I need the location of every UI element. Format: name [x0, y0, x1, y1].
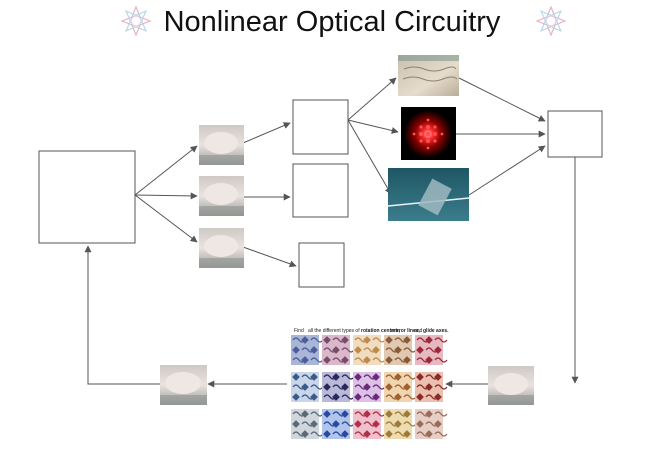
source-box: [38, 150, 136, 244]
symmetry-caption-and: and: [414, 328, 423, 334]
geometric-rosette-icon: [120, 5, 152, 37]
symmetry-tile: [353, 335, 386, 365]
connector-arrow: [134, 145, 198, 196]
symmetry-tile: [291, 335, 324, 365]
symmetry-chart: Find all the different types of rotation…: [288, 326, 449, 448]
finger-photo: [199, 125, 244, 165]
connector-arrow: [242, 122, 291, 144]
symmetry-tile: [291, 409, 324, 439]
connector-arrow: [84, 245, 160, 385]
finger-photo: [488, 366, 534, 405]
connectors: [84, 77, 579, 388]
connector-arrow: [347, 119, 399, 134]
symmetry-tile: [291, 372, 324, 402]
symmetry-tile: [384, 335, 417, 365]
symmetry-tile: [384, 372, 417, 402]
symmetry-tile: [353, 409, 386, 439]
connector-arrow: [134, 192, 198, 200]
symmetry-tile: [322, 335, 355, 365]
symmetry-tile: [415, 335, 448, 365]
connector-arrow: [134, 194, 198, 243]
symmetry-tile: [322, 372, 355, 402]
symmetry-caption-find: Find: [294, 328, 304, 334]
stage-box: [298, 242, 345, 288]
finger-photo: [199, 228, 244, 268]
connector-arrow: [242, 246, 297, 268]
finger-photo: [199, 176, 244, 216]
stage-box: [292, 99, 349, 155]
symmetry-tile: [384, 409, 417, 439]
page-title: Nonlinear Optical Circuitry: [163, 6, 501, 38]
finger-photo: [160, 365, 207, 405]
symmetry-caption-glide: glide axes.: [423, 328, 449, 334]
symmetry-tile: [415, 409, 448, 439]
connector-arrow: [468, 145, 546, 196]
symmetry-caption-rotation: rotation centers,: [361, 328, 401, 334]
symmetry-tile-grid: [291, 335, 448, 439]
waveguide-photo: [387, 168, 470, 221]
symmetry-tile: [415, 372, 448, 402]
laser-photo: [401, 107, 456, 160]
connector-arrow: [458, 77, 546, 122]
symmetry-tile: [322, 409, 355, 439]
combiner-box: [547, 110, 603, 158]
symmetry-caption-mirror: mirror lines,: [391, 328, 421, 334]
geometric-rosette-icon: [535, 5, 567, 37]
symmetry-caption-types: all the different types of: [308, 328, 360, 334]
paper-photo: [398, 55, 459, 96]
symmetry-tile: [353, 372, 386, 402]
connector-arrow: [347, 119, 392, 195]
stage-box: [292, 163, 349, 218]
connector-arrow: [347, 77, 397, 121]
